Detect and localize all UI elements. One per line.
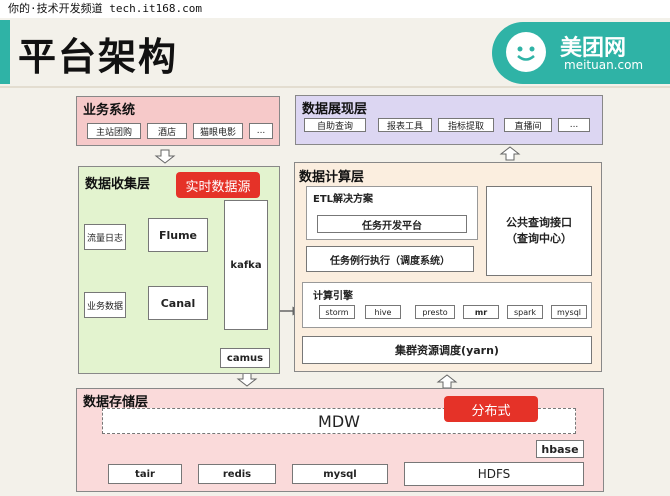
engine-hive: hive (365, 305, 401, 319)
storage-title: 数据存储层 (83, 395, 149, 410)
canal-box: Canal (148, 286, 208, 320)
display-panel: 数据展现层 自助查询 报表工具 指标提取 直播间 ... (295, 95, 603, 145)
etl-section: ETL解决方案 任务开发平台 (306, 186, 478, 240)
biz-data-box: 业务数据 (84, 292, 126, 318)
site-banner: 你的·技术开发频道 tech.it168.com (0, 0, 670, 18)
title-divider (0, 86, 670, 88)
display-item-more: ... (558, 118, 590, 132)
kafka-box: kafka (224, 200, 268, 330)
logo-brand-text: 美团网 (560, 36, 627, 61)
compute-title: 数据计算层 (299, 170, 365, 185)
mysql-box: mysql (292, 464, 388, 484)
logo-mark-icon (506, 32, 546, 72)
engine-mr: mr (463, 305, 499, 319)
collect-title: 数据收集层 (85, 177, 151, 192)
engine-spark: spark (507, 305, 543, 319)
public-query-box: 公共查询接口 （查询中心） (486, 186, 592, 276)
realtime-source-callout: 实时数据源 (176, 172, 260, 198)
business-title: 业务系统 (83, 103, 136, 118)
business-panel: 业务系统 主站团购 酒店 猫眼电影 ... (76, 96, 280, 146)
display-item-report: 报表工具 (378, 118, 432, 132)
task-platform-box: 任务开发平台 (317, 215, 467, 233)
engine-mysql: mysql (551, 305, 587, 319)
tair-box: tair (108, 464, 182, 484)
logo-face-icon (517, 46, 535, 61)
page-title: 平台架构 (18, 35, 179, 79)
etl-title: ETL解决方案 (313, 194, 374, 205)
hdfs-box: HDFS (404, 462, 584, 486)
display-title: 数据展现层 (302, 102, 368, 117)
task-schedule-box: 任务例行执行（调度系统） (306, 246, 474, 272)
logo-domain-text: meituan.com (564, 58, 644, 72)
distributed-callout: 分布式 (444, 396, 538, 422)
engine-presto: presto (415, 305, 455, 319)
traffic-log-box: 流量日志 (84, 224, 126, 250)
engine-title: 计算引擎 (313, 291, 353, 302)
accent-bar (0, 20, 10, 84)
engine-storm: storm (319, 305, 355, 319)
display-item-live: 直播间 (504, 118, 552, 132)
camus-box: camus (220, 348, 270, 368)
engine-section: 计算引擎 storm hive presto mr spark mysql (302, 282, 592, 328)
redis-box: redis (198, 464, 276, 484)
business-item-more: ... (249, 123, 273, 139)
hbase-box: hbase (536, 440, 584, 458)
business-item-movie: 猫眼电影 (193, 123, 243, 139)
flume-box: Flume (148, 218, 208, 252)
display-item-metrics: 指标提取 (438, 118, 494, 132)
yarn-box: 集群资源调度(yarn) (302, 336, 592, 364)
business-item-hotel: 酒店 (147, 123, 187, 139)
business-item-groupbuy: 主站团购 (87, 123, 141, 139)
display-item-self-query: 自助查询 (304, 118, 366, 132)
